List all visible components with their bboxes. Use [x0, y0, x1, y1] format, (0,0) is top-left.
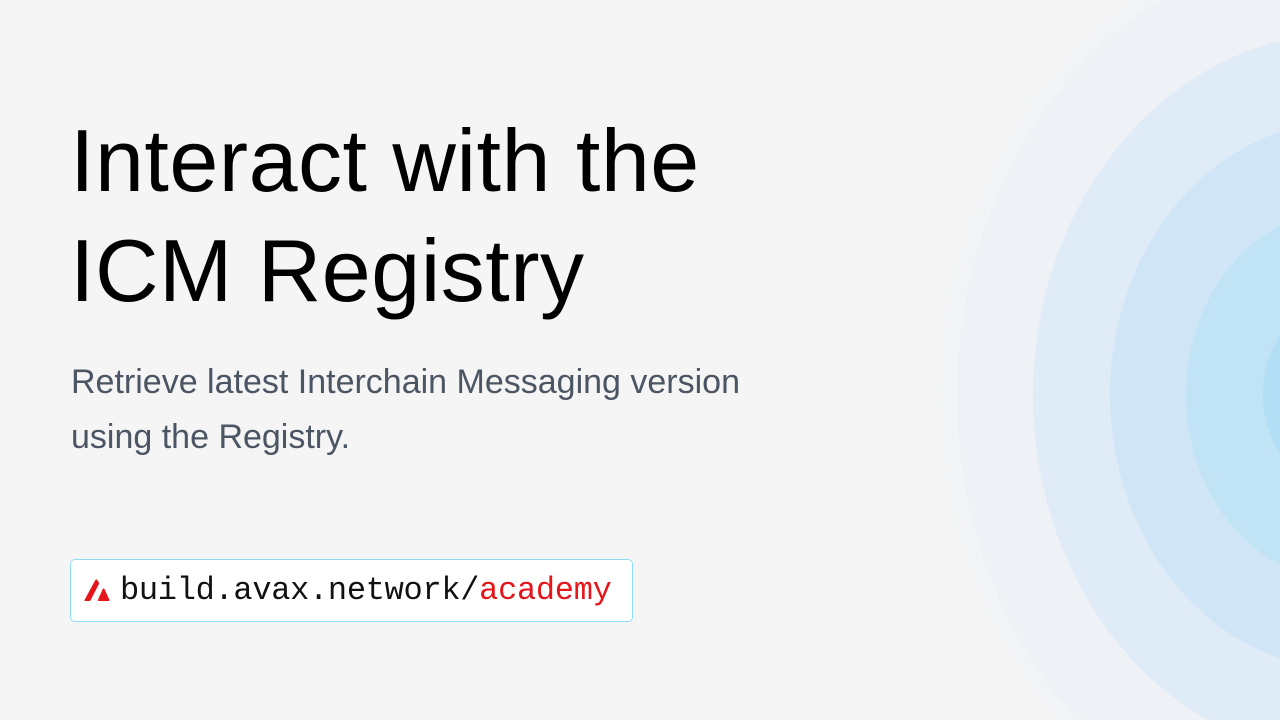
- url-prefix: build.avax.network/: [120, 572, 480, 609]
- academy-url-text: build.avax.network/academy: [120, 572, 612, 609]
- subtitle-line-2: using the Registry.: [71, 418, 351, 456]
- url-suffix-academy: academy: [479, 572, 612, 609]
- title-line-1: Interact with the: [70, 111, 700, 210]
- subtitle-line-1: Retrieve latest Interchain Messaging ver…: [71, 363, 740, 401]
- avalanche-logo-icon: [84, 579, 110, 601]
- title-line-2: ICM Registry: [70, 221, 585, 320]
- page-title: Interact with the ICM Registry: [70, 106, 700, 326]
- academy-url-badge[interactable]: build.avax.network/academy: [70, 559, 633, 622]
- page-subtitle: Retrieve latest Interchain Messaging ver…: [71, 355, 740, 465]
